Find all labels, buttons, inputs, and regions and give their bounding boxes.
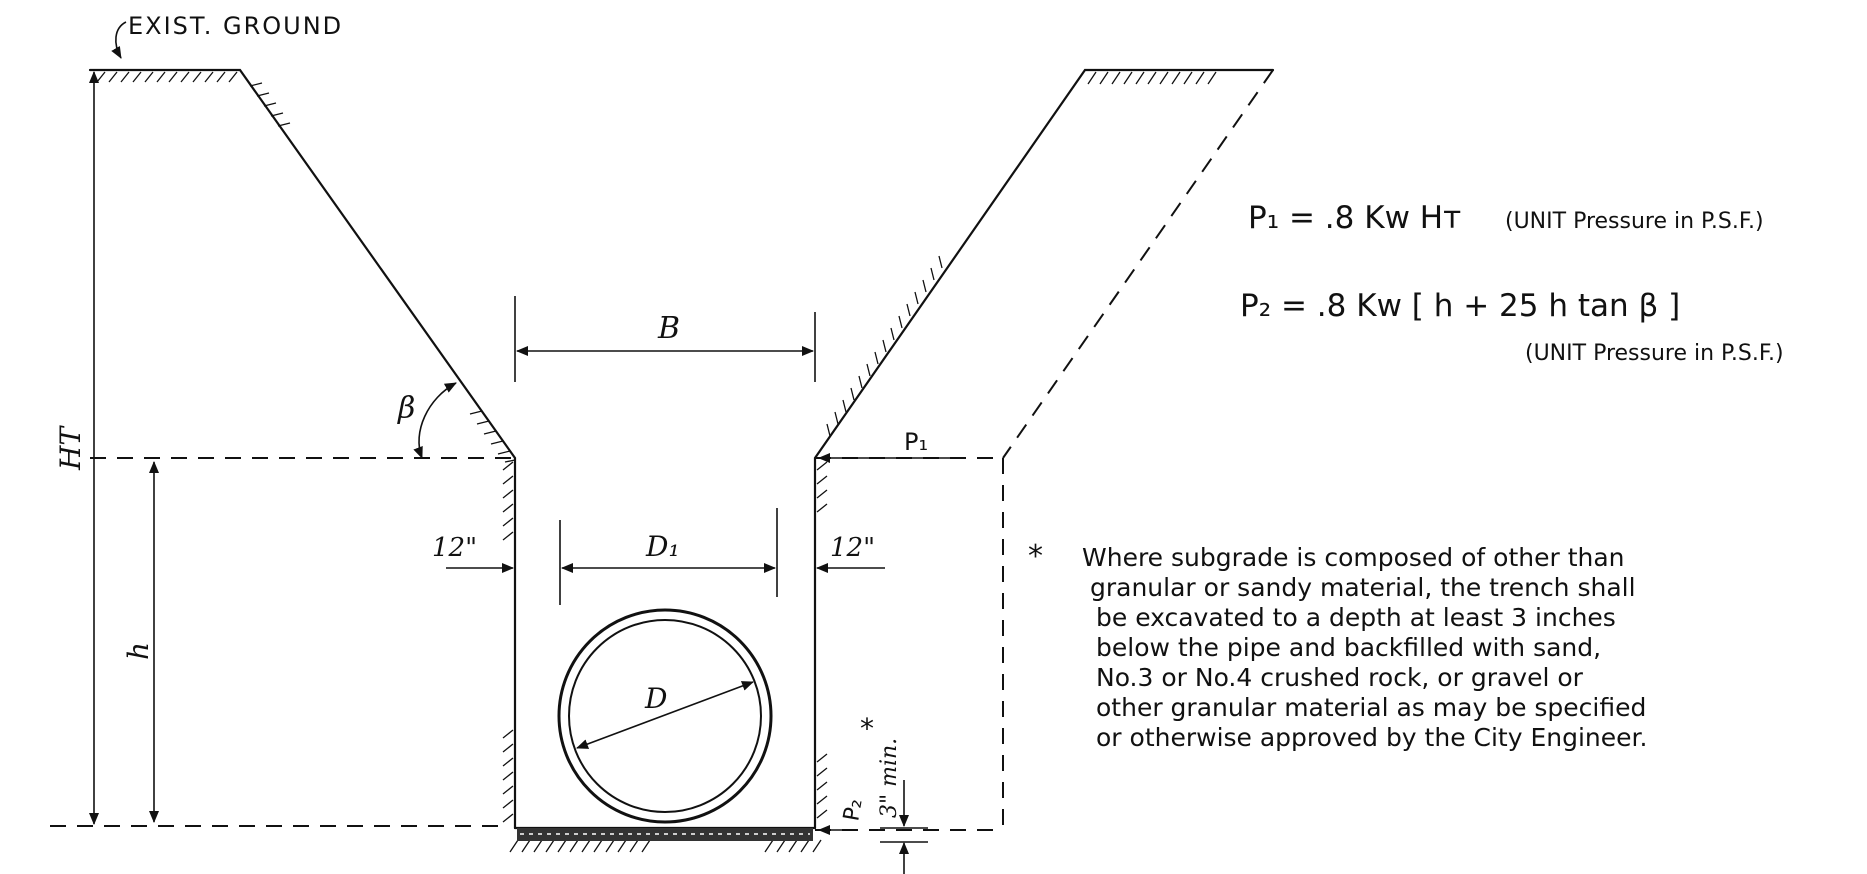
three-inch-min-label: 3" min. bbox=[877, 738, 902, 818]
b-label: B bbox=[657, 311, 680, 346]
p1-label: P₁ bbox=[904, 428, 928, 456]
note-line: or otherwise approved by the City Engine… bbox=[1096, 723, 1647, 752]
p1-formula: P₁ = .8 Kw Hᴛ bbox=[1248, 200, 1461, 236]
d-dimension bbox=[576, 681, 754, 749]
beta-label: β bbox=[397, 391, 415, 426]
note-text: Where subgrade is composed of other than… bbox=[1082, 543, 1647, 752]
twelve-inch-left-label: 12" bbox=[432, 533, 477, 563]
p2-unit: (UNIT Pressure in P.S.F.) bbox=[1525, 341, 1784, 366]
pipe bbox=[557, 608, 773, 824]
p2-label: P₂ bbox=[839, 797, 867, 823]
note-marker: * bbox=[1028, 539, 1043, 574]
h-label: h bbox=[122, 642, 155, 660]
ground-hatching bbox=[96, 71, 1217, 853]
beta-angle bbox=[413, 382, 457, 459]
exist-ground-leader bbox=[111, 21, 127, 59]
pressure-arrows bbox=[818, 453, 950, 835]
d-label: D bbox=[644, 682, 667, 715]
b-dimension bbox=[514, 296, 816, 382]
note-line: No.3 or No.4 crushed rock, or gravel or bbox=[1096, 663, 1584, 692]
note-line: be excavated to a depth at least 3 inche… bbox=[1096, 603, 1616, 632]
note-line: other granular material as may be specif… bbox=[1096, 693, 1646, 722]
exist-ground-label: EXIST. GROUND bbox=[128, 12, 343, 40]
ht-label: HT bbox=[54, 425, 87, 471]
reference-lines bbox=[50, 457, 1004, 832]
three-inch-min-dimension bbox=[880, 780, 928, 874]
three-inch-min-star: * bbox=[860, 712, 874, 745]
note-line: granular or sandy material, the trench s… bbox=[1090, 573, 1636, 602]
d1-dimension bbox=[559, 508, 778, 605]
note-line: below the pipe and backfilled with sand, bbox=[1096, 633, 1601, 662]
note-line: Where subgrade is composed of other than bbox=[1082, 543, 1625, 572]
d1-label: D₁ bbox=[645, 530, 680, 563]
p1-unit: (UNIT Pressure in P.S.F.) bbox=[1505, 209, 1764, 234]
twelve-inch-right-label: 12" bbox=[830, 533, 875, 563]
bedding-layer bbox=[517, 828, 813, 841]
p2-formula: P₂ = .8 Kw [ h + 25 h tan β ] bbox=[1240, 288, 1680, 324]
